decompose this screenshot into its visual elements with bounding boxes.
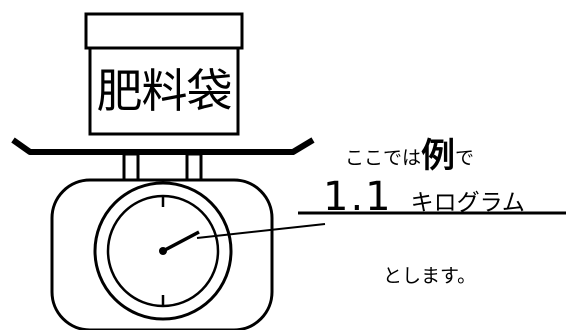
support-post-right: [185, 152, 203, 182]
weight-unit: キログラム: [410, 190, 525, 216]
scale-tray: [11, 137, 315, 155]
bag-body: [88, 46, 240, 136]
bag-label: 肥料袋: [96, 64, 233, 118]
caption-line-1: ここでは例で: [345, 128, 474, 177]
caption-line-2: 1.1 キログラム: [323, 174, 563, 220]
support-post-left: [122, 152, 140, 182]
dial-pivot: [159, 247, 167, 255]
dial-needle: [162, 230, 200, 253]
bag-lid: [84, 12, 244, 50]
leader-line: [196, 223, 326, 239]
caption-prefix: ここでは: [345, 147, 422, 169]
caption-suffix: で: [455, 147, 475, 169]
caption-line-3: とします。: [383, 265, 477, 287]
weight-value: 1.1: [323, 174, 393, 220]
caption-emphasis: 例: [421, 136, 456, 176]
